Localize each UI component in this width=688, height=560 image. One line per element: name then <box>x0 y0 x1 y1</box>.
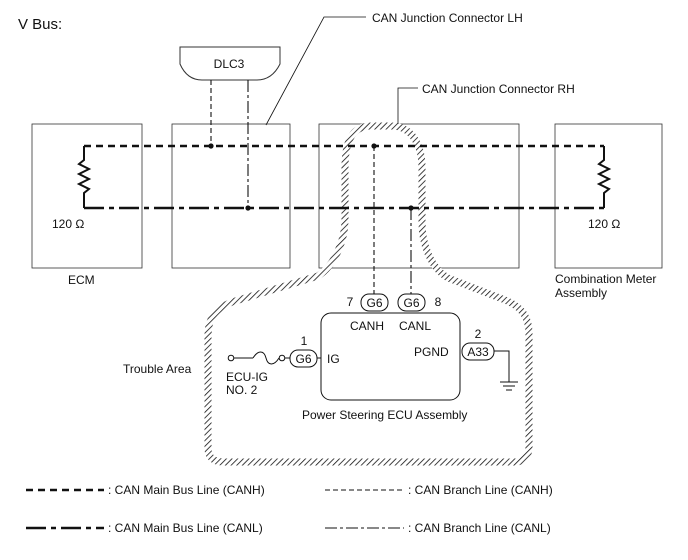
canl-pin-number: 8 <box>435 295 442 309</box>
canh-pin-number: 7 <box>347 295 354 309</box>
can-junction-rh-label: CAN Junction Connector RH <box>422 82 575 96</box>
dlc3-label: DLC3 <box>214 57 245 71</box>
ig-pin-label: IG <box>327 352 340 366</box>
ps-ecu-label: Power Steering ECU Assembly <box>302 408 467 422</box>
meter-resistor-label: 120 Ω <box>588 217 620 231</box>
dlc3-canh-junction-dot <box>208 143 214 149</box>
trouble-area-outline <box>204 122 533 466</box>
can-junction-lh-leader <box>265 16 366 126</box>
meter-label-line2: Assembly <box>555 286 607 300</box>
canl-connector <box>397 293 426 312</box>
canh-pin-label: CANH <box>350 319 384 333</box>
legend-main-canh-label: : CAN Main Bus Line (CANH) <box>108 483 265 497</box>
diagram-title: V Bus: <box>18 16 62 33</box>
fuse-icon <box>252 351 280 365</box>
dlc3-connector-shape <box>179 46 281 81</box>
meter-box <box>554 123 663 269</box>
can-junction-lh-box <box>171 123 291 269</box>
ig-pin-number: 1 <box>301 334 308 348</box>
canl-connector-label: G6 <box>403 296 419 310</box>
fuse-right-terminal <box>278 354 286 362</box>
canh-connector-label: G6 <box>366 296 382 310</box>
can-junction-rh-leader <box>397 87 418 124</box>
ps-canl-junction-dot <box>408 205 414 211</box>
ecm-resistor-symbol <box>76 146 92 208</box>
ps-canh-junction-dot <box>371 143 377 149</box>
meter-label-line1: Combination Meter <box>555 272 656 286</box>
fuse-left-terminal <box>227 354 235 362</box>
ecm-label: ECM <box>68 273 95 287</box>
can-junction-lh-label: CAN Junction Connector LH <box>372 11 523 25</box>
trouble-area-label: Trouble Area <box>123 362 192 376</box>
pgnd-pin-label: PGND <box>414 345 449 359</box>
fuse-label-line2: NO. 2 <box>226 383 258 397</box>
ecm-resistor-label: 120 Ω <box>52 217 84 231</box>
canh-connector <box>360 293 389 312</box>
ps-ecu-box <box>320 312 461 401</box>
pgnd-connector-label: A33 <box>467 345 489 359</box>
dlc3-canl-junction-dot <box>245 205 251 211</box>
canl-pin-label: CANL <box>399 319 431 333</box>
ecm-box <box>31 123 143 269</box>
legend-branch-canl-label: : CAN Branch Line (CANL) <box>408 521 551 535</box>
meter-resistor-symbol <box>596 146 612 208</box>
legend-branch-canh-label: : CAN Branch Line (CANH) <box>408 483 553 497</box>
ground-wire <box>494 350 510 382</box>
fuse-label-line1: ECU-IG <box>226 370 268 384</box>
ig-connector-label: G6 <box>295 352 311 366</box>
pgnd-pin-number: 2 <box>475 327 482 341</box>
legend-main-canl-label: : CAN Main Bus Line (CANL) <box>108 521 263 535</box>
